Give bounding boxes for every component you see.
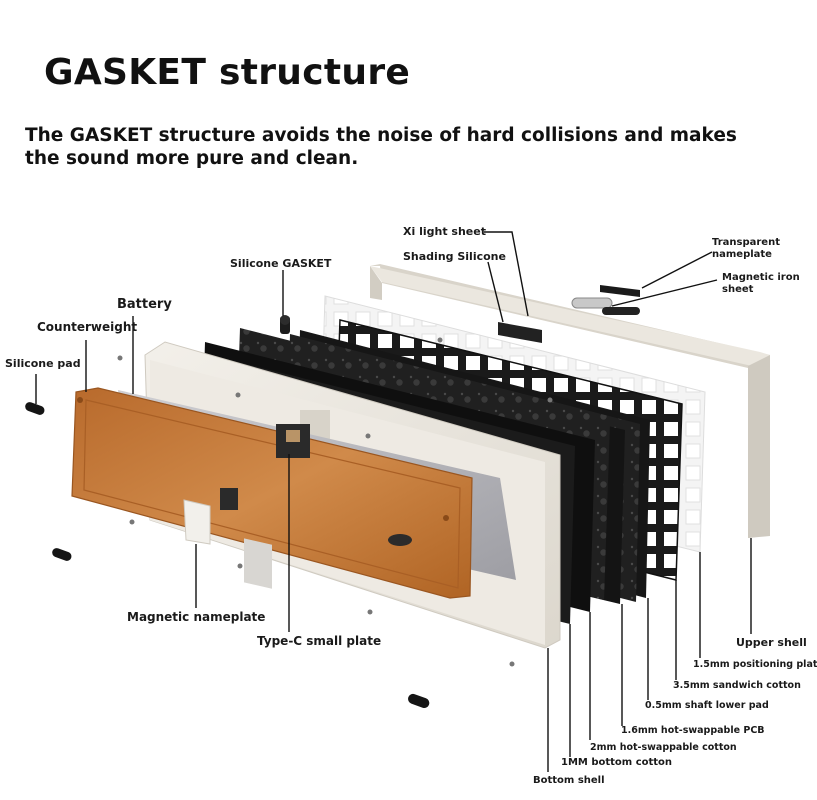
label-shading-silicone: Shading Silicone (403, 250, 506, 263)
label-hot-swappable-pcb: 1.6mm hot-swappable PCB (621, 725, 765, 736)
label-counterweight: Counterweight (37, 320, 138, 334)
label-magnetic-iron-sheet: Magnetic iron sheet (722, 272, 800, 295)
subtitle-line-2: the sound more pure and clean. (25, 148, 359, 169)
label-transparent-nameplate: Transparent nameplate (712, 237, 780, 260)
silicone-pads (25, 402, 430, 708)
transparent-nameplate (600, 285, 640, 297)
label-bottom-shell: Bottom shell (533, 775, 605, 786)
exploded-keyboard-diagram (25, 231, 770, 772)
screws (117, 337, 553, 667)
label-magnetic-nameplate: Magnetic nameplate (127, 610, 266, 624)
label-xi-light-sheet: Xi light sheet (403, 225, 486, 238)
label-silicone-gasket: Silicone GASKET (230, 257, 332, 270)
label-type-c-small-plate: Type-C small plate (257, 634, 382, 648)
silicone-gasket (280, 315, 290, 334)
magnetic-iron-sheet (571, 297, 640, 315)
label-battery: Battery (117, 297, 172, 312)
type-c-small-plate (276, 424, 310, 458)
subtitle-line-1: The GASKET structure avoids the noise of… (25, 125, 737, 146)
magnetic-nameplate (183, 488, 238, 545)
shading-silicone (498, 322, 542, 343)
label-upper-shell: Upper shell (736, 636, 807, 649)
counterweight (71, 387, 473, 599)
upper-shell (370, 264, 770, 538)
label-bottom-cotton: 1MM bottom cotton (561, 757, 673, 768)
label-silicone-pad: Silicone pad (5, 357, 81, 370)
label-sandwich-cotton: 3.5mm sandwich cotton (673, 680, 801, 691)
label-hot-swappable-cotton: 2mm hot-swappable cotton (590, 742, 737, 753)
page-title: GASKET structure (44, 52, 411, 93)
leader-lines (35, 231, 752, 772)
label-positioning-plate: 1.5mm positioning plat (693, 659, 817, 670)
label-shaft-lower-pad: 0.5mm shaft lower pad (645, 700, 769, 711)
page-subtitle: The GASKET structure avoids the noise of… (25, 124, 745, 170)
